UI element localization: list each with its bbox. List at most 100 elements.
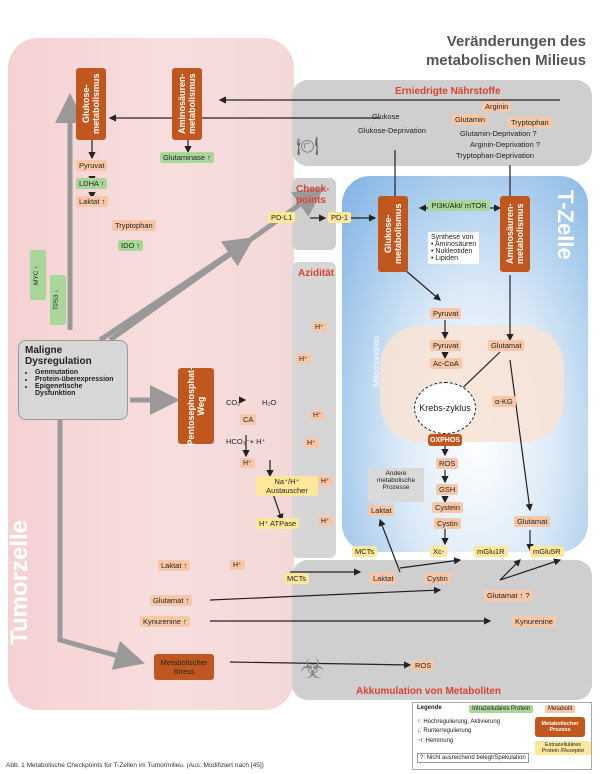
synthese-title: Synthese von xyxy=(431,234,474,241)
tumor-laktat: Laktat ↑ xyxy=(76,196,109,207)
tumor-glucose-metabolism: Glukose-metabolismus xyxy=(76,68,106,140)
section-nutrients: Erniedrigte Nährstoffe xyxy=(395,86,501,97)
milieu-ros: ROS xyxy=(412,660,435,671)
figure-caption: Abb. 1 Metabolische Checkpoints für T-Ze… xyxy=(6,762,264,769)
xc-transporter: Xc- xyxy=(430,546,448,557)
page-title: Veränderungen des metabolischen Milieus xyxy=(426,32,586,70)
tumor-amino-metabolism: Aminosäuren-metabolismus xyxy=(172,68,202,140)
mitochondrion-region xyxy=(380,326,564,442)
biohazard-icon: ☣ xyxy=(300,653,326,684)
milieu-cystin: Cystin xyxy=(424,573,451,584)
tcell-mcts: MCTs xyxy=(352,546,378,557)
title-line-2: metabolischen Milieus xyxy=(425,52,586,69)
h-atpase: H⁺ ATPase xyxy=(256,518,300,529)
acidity-hplus: H⁺ xyxy=(304,438,319,448)
co2-label: CO₂ xyxy=(226,398,241,407)
tumor-ldha: LDHA ↑ xyxy=(76,178,108,189)
ac-coa: Ac-CoA xyxy=(430,358,462,369)
dysregulation-item: Protein-überexpression xyxy=(35,376,121,383)
mitochondrion-label: Mitochondrion xyxy=(372,336,381,387)
myc-protein: MYC ↑ xyxy=(30,250,46,300)
legend-up: ↑: Hochregulierung, Aktivierung xyxy=(417,719,501,725)
pi3k-akt-mtor: PI3K/Akt/ mTOR xyxy=(428,200,490,211)
pd-1: PD-1 xyxy=(328,212,352,223)
tcell-laktat: Laktat xyxy=(368,505,395,516)
synthese-item: • Lipiden xyxy=(431,255,458,262)
cutlery-icon: 🍽 xyxy=(296,136,319,156)
tcell-glutamat: Glutamat xyxy=(514,516,551,527)
dysregulation-item: Genmutation xyxy=(35,369,121,376)
tumor-ido: IDO ↑ xyxy=(118,240,144,251)
section-checkpoints-line1: Check- xyxy=(296,184,330,195)
dysregulation-title: Maligne Dysregulation xyxy=(25,345,92,367)
tumor-cell-label: Tumorzelle xyxy=(6,520,33,645)
tumor-glutamat: Glutamat ↑ xyxy=(150,595,193,606)
tumor-pyruvat: Pyruvat xyxy=(76,160,108,171)
section-acidity: Azidität xyxy=(298,268,335,279)
milieu-glutamat: Glutamat ↑ ? xyxy=(484,590,533,601)
oxphos: OXPHOS xyxy=(428,434,462,446)
krebs-cycle: Krebs-zyklus xyxy=(414,382,476,434)
legend-hemm: ⊣: Hemmung xyxy=(417,738,454,744)
tumor-laktat-2: Laktat ↑ xyxy=(158,560,191,571)
mito-pyruvat: Pyruvat xyxy=(430,340,462,351)
dysregulation-list: Genmutation Protein-überexpression Epige… xyxy=(25,369,121,397)
arginin-deprivation: Arginin-Deprivation ? xyxy=(470,140,541,149)
andere-prozesse: Andere metabolische Prozesse xyxy=(368,468,424,502)
section-checkpoints: Check- points xyxy=(296,184,329,206)
legend-extra: Extrazelluläres Protein /Rezeptor xyxy=(535,741,591,755)
mglu1r: mGlu1R xyxy=(474,546,508,557)
pd-l1: PD-L1 xyxy=(268,212,296,223)
section-accumulation: Akkumulation von Metaboliten xyxy=(356,686,502,697)
mglu5r: mGlu5R xyxy=(530,546,564,557)
acidity-hplus: H⁺ xyxy=(310,410,325,420)
tryptophan-deprivation: Tryptophan-Deprivation xyxy=(456,151,535,160)
tcell-glucose-metabolism: Glukose-metabolismus xyxy=(378,196,408,272)
synthese-item: • Nukleotiden xyxy=(431,248,473,255)
t-cell-label: T-Zelle xyxy=(553,190,578,260)
dysregulation-item: Epigenetische Dysfunktion xyxy=(35,383,121,397)
tumor-tryptophan: Tryptophan xyxy=(112,220,156,231)
glukose-deprivation: Glukose-Deprivation xyxy=(358,126,426,135)
milieu-tryptophan: Tryptophan xyxy=(508,117,552,128)
legend-metabolit: Metabolit xyxy=(545,705,576,713)
legend-down: ↓: Runterregulierung xyxy=(417,728,472,734)
tcell-pyruvat: Pyruvat xyxy=(430,308,462,319)
tumor-mcts: MCTs xyxy=(284,573,310,584)
section-checkpoints-line2: points xyxy=(296,195,326,206)
tcell-amino-metabolism: Aminosäuren-metabolismus xyxy=(500,196,530,272)
na-h-exchanger: Na⁺/H⁺ Austauscher xyxy=(256,476,318,496)
acidity-hplus: H⁺ xyxy=(312,322,327,332)
tumor-kynurenine: Kynurenine ↑ xyxy=(140,616,190,627)
tcell-cystin: Cystin xyxy=(434,518,461,529)
glutamin-deprivation: Glutamin-Deprivation ? xyxy=(460,129,537,138)
alpha-kg: α-KG xyxy=(492,396,516,407)
legend-title: Legende xyxy=(417,705,442,711)
tcell-ros: ROS xyxy=(436,458,459,469)
metabolic-stress: Metabolischer Stress xyxy=(154,654,214,680)
malignant-dysregulation-box: Maligne Dysregulation Genmutation Protei… xyxy=(18,340,128,420)
acidity-hplus: H⁺ xyxy=(296,354,311,364)
milieu-laktat: Laktat xyxy=(370,573,397,584)
hco3-label: HCO₃⁻+ H⁺ xyxy=(226,437,266,446)
legend-spek: ?: Nicht ausreichend belegt/Spekulation xyxy=(417,753,529,763)
legend: Legende Intrazelluläres Protein Metaboli… xyxy=(412,702,592,770)
acidity-hplus: H⁺ xyxy=(318,516,333,526)
gsh: GSH xyxy=(436,484,459,495)
tp53-protein: TP53 ↓ xyxy=(50,275,66,325)
title-line-1: Veränderungen des xyxy=(446,33,586,50)
tumor-glutaminase: Glutaminase ↑ xyxy=(160,152,214,163)
pentose-phosphate-pathway: Pentosephosphat-Weg xyxy=(178,367,214,445)
synthese-item: • Aminosäuren xyxy=(431,241,477,248)
milieu-glukose: Glukose xyxy=(372,112,400,121)
milieu-kynurenine: Kynurenine xyxy=(512,616,556,627)
h2o-label: H₂O xyxy=(262,398,277,407)
mito-glutamat: Glutamat xyxy=(488,340,525,351)
milieu-glutamin: Glutamin xyxy=(452,114,489,125)
tumor-hplus-2: H⁺ xyxy=(230,560,245,570)
carbonic-anhydrase: CA xyxy=(240,414,257,425)
tumor-hplus: H⁺ xyxy=(240,458,255,468)
acidity-hplus: H⁺ xyxy=(318,476,333,486)
milieu-arginin: Arginin xyxy=(482,101,512,112)
legend-intra: Intrazelluläres Protein xyxy=(469,705,534,713)
